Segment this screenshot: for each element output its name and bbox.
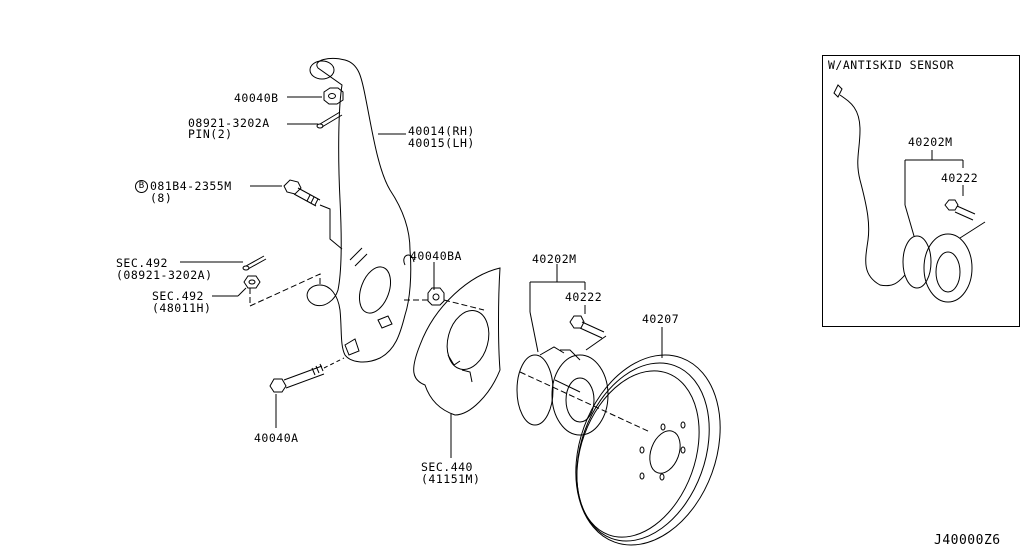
nut-40040ba — [404, 287, 485, 311]
callout-sec440-part: (41151M) — [421, 472, 481, 486]
callout-40207: 40207 — [642, 312, 680, 326]
callout-40040ba: 40040BA — [410, 249, 462, 263]
callout-40202m: 40202M — [532, 252, 577, 266]
nut-40040b — [323, 87, 344, 105]
splash-guard — [413, 267, 501, 416]
callout-bolt-qty: (8) — [150, 191, 173, 205]
bolt-40222 — [569, 315, 607, 351]
inset-callout-40222: 40222 — [941, 171, 979, 185]
inset-antiskid-sensor — [822, 55, 1020, 327]
bolt-40040a — [269, 357, 345, 393]
callout-sec492-b-part: (48011H) — [152, 301, 212, 315]
steering-knuckle — [306, 57, 415, 363]
callout-pin-qty: PIN(2) — [188, 127, 233, 141]
inset-title: W/ANTISKID SENSOR — [828, 58, 955, 72]
callout-knuckle-rh: 40014(RH) — [408, 124, 475, 138]
callout-sec440: SEC.440 — [421, 460, 473, 474]
callout-40040a: 40040A — [254, 431, 299, 445]
callout-sec492-a-part: (08921-3202A) — [116, 268, 213, 282]
diagram-code: J40000Z6 — [934, 533, 1001, 548]
callout-bolt-prefix: B — [135, 180, 148, 193]
sec492-parts — [242, 255, 321, 307]
leader-lines — [180, 96, 663, 458]
cotter-pin — [316, 111, 343, 129]
inset-callout-40202m: 40202M — [908, 135, 953, 149]
bolt-081b4-2355m — [283, 179, 343, 250]
hub-assembly — [516, 346, 609, 436]
callout-bolt-part: 081B4-2355M — [150, 179, 232, 193]
callout-sec492-a: SEC.492 — [116, 256, 168, 270]
inset-drawing — [833, 84, 986, 303]
callout-40040b: 40040B — [234, 91, 279, 105]
callout-knuckle-lh: 40015(LH) — [408, 136, 475, 150]
callout-sec492-b: SEC.492 — [152, 289, 204, 303]
callout-40222: 40222 — [565, 290, 603, 304]
callout-pin-part: 08921-3202A — [188, 116, 270, 130]
brake-rotor — [519, 354, 721, 546]
